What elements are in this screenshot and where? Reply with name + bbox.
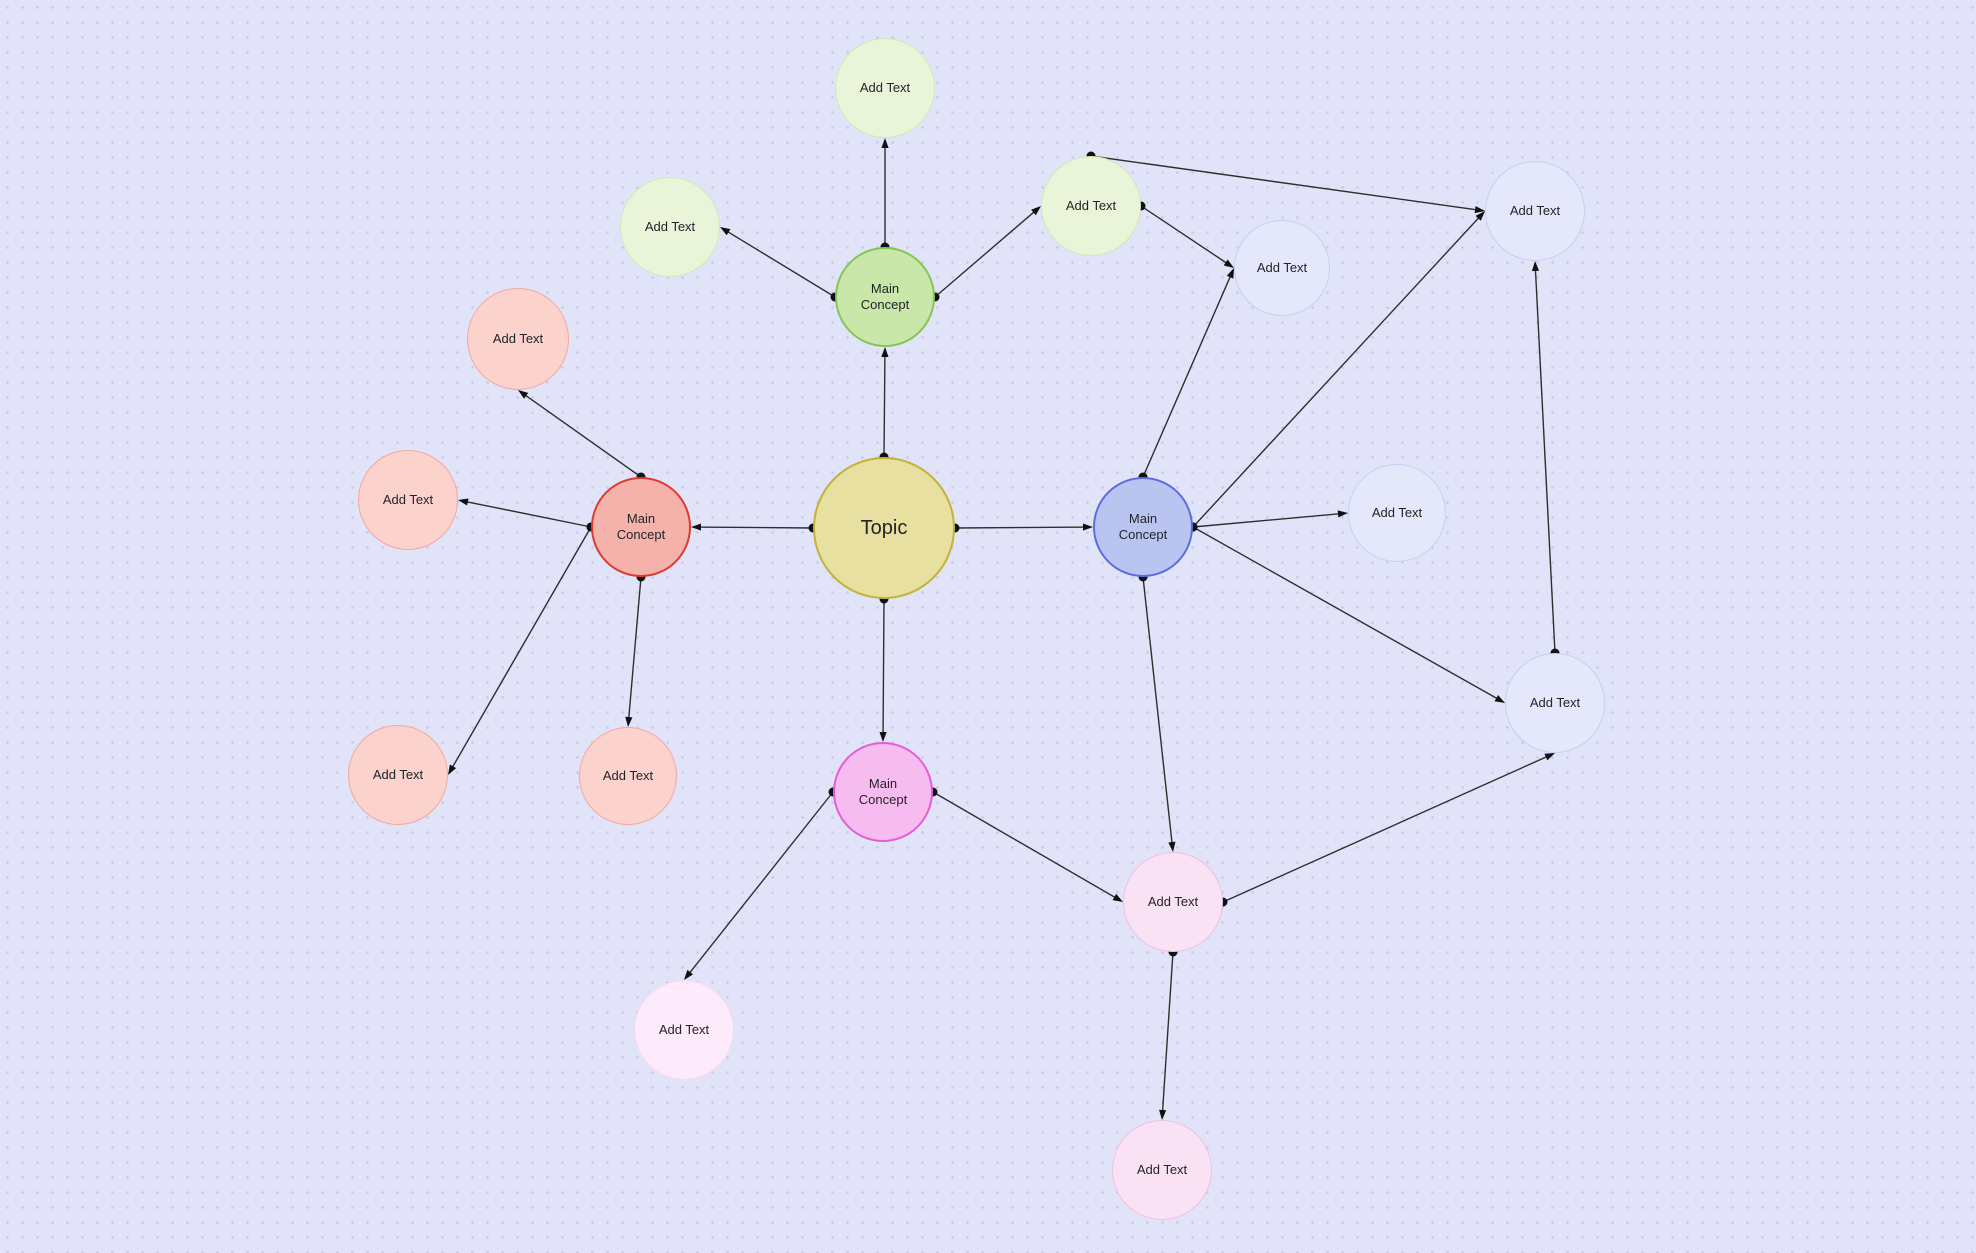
node-lightpink[interactable]: Add Text [634, 980, 734, 1080]
edge-arrowhead-icon [881, 138, 889, 148]
edge-red-mc-to-pink-4 [625, 572, 646, 727]
edge-green-sat-right-to-lav-1 [1136, 201, 1234, 268]
edge-green-mc-to-green-sat-right [930, 206, 1041, 302]
edge-topic-to-blue-mc [950, 523, 1093, 533]
node-pink-hub[interactable]: Add Text [1123, 852, 1223, 952]
node-label: Add Text [1147, 893, 1199, 909]
node-label: Add Text [382, 491, 434, 507]
edge-arrowhead-icon [720, 227, 731, 236]
edge-red-mc-to-pink-1 [518, 390, 646, 482]
node-label: Topic [860, 516, 908, 539]
edge-topic-to-red-mc [691, 523, 818, 533]
node-pink-4[interactable]: Add Text [579, 727, 677, 825]
node-green-sat-left[interactable]: Add Text [620, 177, 720, 277]
node-label: Add Text [1256, 259, 1308, 275]
node-lav-far-right[interactable]: Add Text [1485, 161, 1585, 261]
node-blue-mc[interactable]: Main Concept [1093, 477, 1193, 577]
edge-blue-mc-to-lav-1 [1138, 268, 1234, 482]
edge-arrowhead-icon [1337, 510, 1348, 518]
edge-arrowhead-icon [458, 498, 469, 506]
node-green-sat-right[interactable]: Add Text [1041, 156, 1141, 256]
node-red-mc[interactable]: Main Concept [591, 477, 691, 577]
edge-green-sat-right-to-lav-far-right [1086, 151, 1485, 214]
edge-blue-mc-to-lav-far-right [1188, 211, 1485, 532]
edge-arrowhead-icon [448, 764, 457, 775]
edge-arrowhead-icon [518, 390, 529, 399]
edge-arrowhead-icon [1159, 1109, 1167, 1120]
node-pink-3[interactable]: Add Text [348, 725, 448, 825]
node-lav-1[interactable]: Add Text [1234, 220, 1330, 316]
edge-arrowhead-icon [691, 523, 702, 531]
edge-arrowhead-icon [879, 731, 887, 742]
edge-arrowhead-icon [625, 716, 633, 727]
node-label: Main Concept [860, 280, 910, 312]
edge-arrowhead-icon [1474, 206, 1485, 214]
edge-topic-to-magenta-mc [879, 594, 889, 742]
node-green-mc[interactable]: Main Concept [835, 247, 935, 347]
edge-blue-mc-to-pink-hub [1138, 572, 1176, 852]
edge-arrowhead-icon [1168, 841, 1176, 852]
node-label: Add Text [602, 767, 654, 783]
node-pink-1[interactable]: Add Text [467, 288, 569, 390]
edge-lav-3-to-lav-far-right [1531, 261, 1560, 658]
edge-arrowhead-icon [684, 969, 694, 980]
node-label: Add Text [492, 330, 544, 346]
node-label: Add Text [1529, 694, 1581, 710]
node-label: Main Concept [616, 510, 666, 542]
edge-red-mc-to-pink-3 [448, 522, 596, 775]
node-green-sat-top[interactable]: Add Text [835, 38, 935, 138]
edge-arrowhead-icon [1082, 523, 1093, 531]
node-pink-2[interactable]: Add Text [358, 450, 458, 550]
edge-magenta-mc-to-lightpink [684, 787, 838, 980]
edge-arrowhead-icon [1475, 211, 1485, 221]
node-magenta-mc[interactable]: Main Concept [833, 742, 933, 842]
edge-red-mc-to-pink-2 [458, 498, 596, 532]
node-label: Add Text [859, 79, 911, 95]
node-label: Add Text [1371, 504, 1423, 520]
edge-arrowhead-icon [1226, 268, 1234, 279]
edge-arrowhead-icon [1531, 261, 1540, 272]
node-lav-2[interactable]: Add Text [1348, 464, 1446, 562]
node-label: Add Text [644, 218, 696, 234]
node-topic[interactable]: Topic [813, 457, 955, 599]
node-label: Add Text [658, 1021, 710, 1037]
edge-topic-to-green-mc [879, 347, 889, 462]
edge-blue-mc-to-lav-3 [1188, 522, 1505, 703]
edge-pink-hub-to-lav-3 [1218, 753, 1555, 907]
edge-arrowhead-icon [881, 347, 889, 358]
node-label: Main Concept [1118, 510, 1168, 542]
node-label: Add Text [1065, 197, 1117, 213]
node-pink-bottom[interactable]: Add Text [1112, 1120, 1212, 1220]
edge-arrowhead-icon [1031, 206, 1041, 216]
edge-green-mc-to-green-sat-left [720, 227, 840, 302]
edge-magenta-mc-to-pink-hub [928, 787, 1123, 902]
node-label: Add Text [372, 766, 424, 782]
node-label: Add Text [1136, 1161, 1188, 1177]
edge-blue-mc-to-lav-2 [1188, 510, 1348, 532]
node-label: Main Concept [858, 775, 908, 807]
edge-arrowhead-icon [1544, 753, 1555, 761]
edge-pink-hub-to-pink-bottom [1159, 947, 1178, 1120]
edge-green-mc-to-green-sat-top [880, 138, 890, 252]
node-lav-3[interactable]: Add Text [1505, 653, 1605, 753]
edge-arrowhead-icon [1223, 259, 1234, 268]
edge-arrowhead-icon [1494, 694, 1505, 703]
node-label: Add Text [1509, 202, 1561, 218]
edge-arrowhead-icon [1112, 893, 1123, 902]
